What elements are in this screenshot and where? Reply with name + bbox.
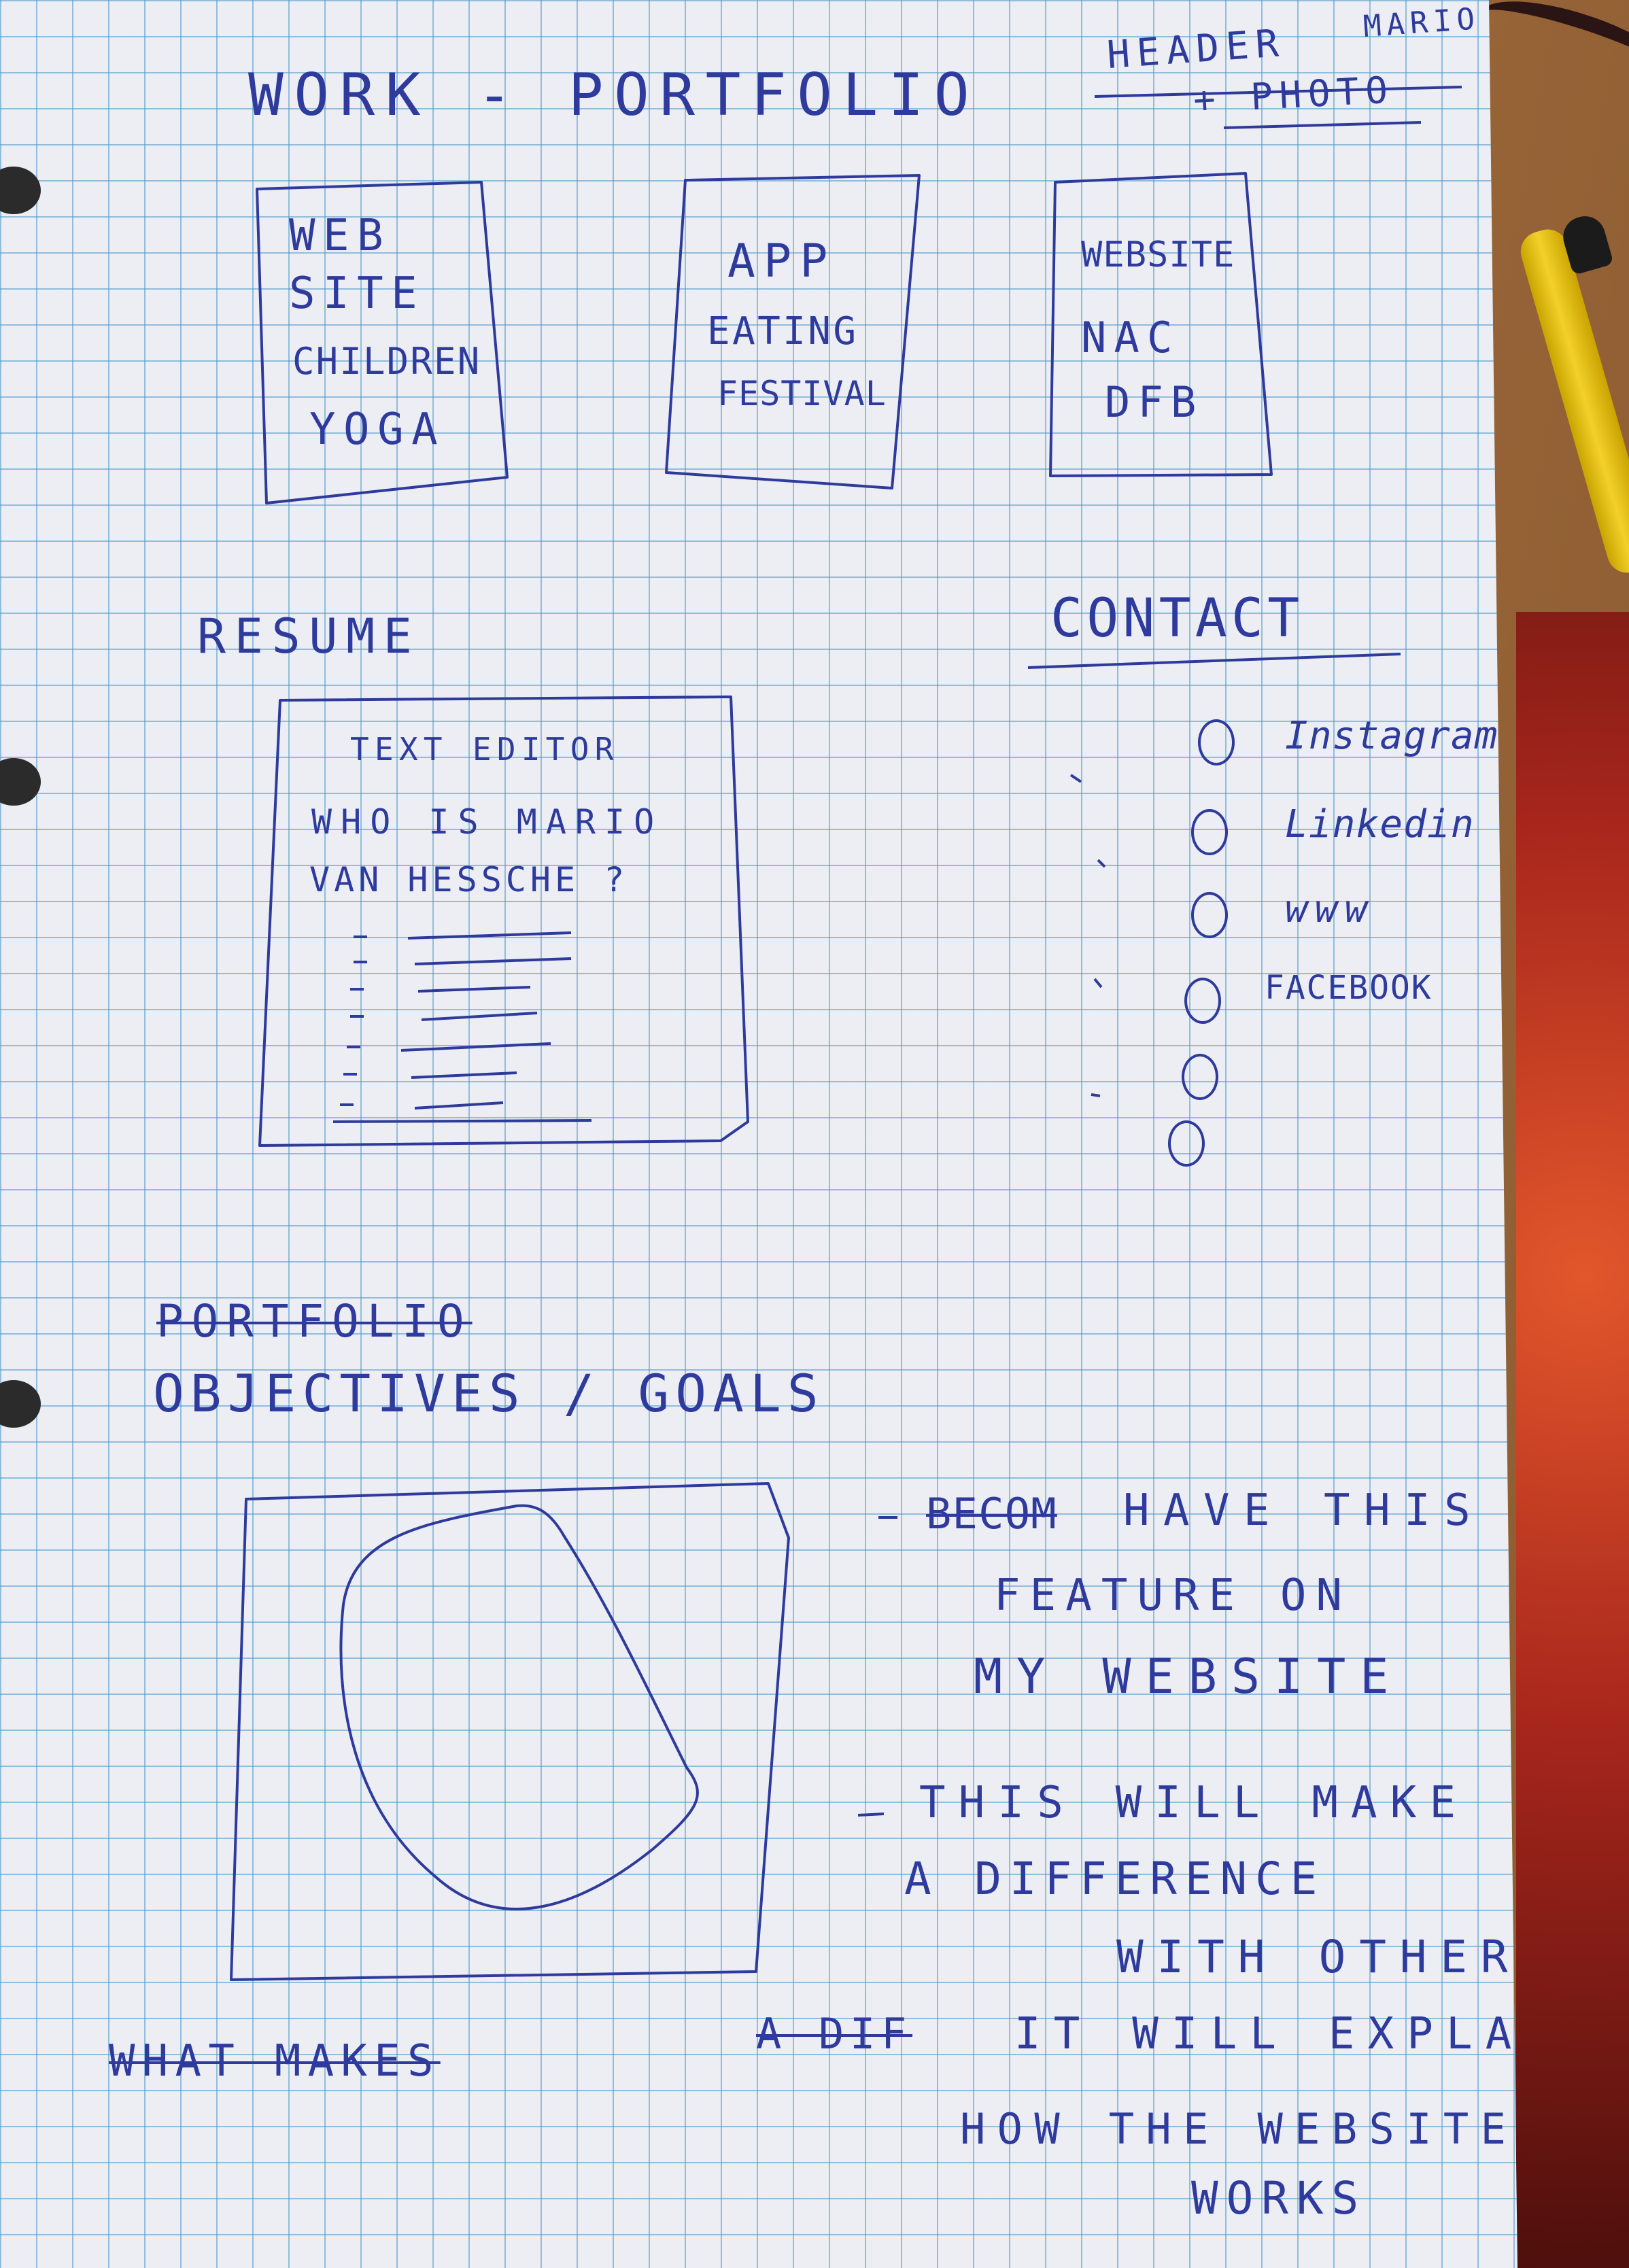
graph-paper-sheet: WORK - PORTFOLIO HEADER MARIO + PHOTO WE… [0, 0, 1517, 2268]
contact-bullet-4 [1184, 978, 1221, 1024]
bottom-struck-text-2: A DIF [756, 2009, 913, 2059]
feature-box-frame [230, 1482, 790, 1981]
header-note-underline [1094, 86, 1462, 98]
contact-bullet-5 [1182, 1054, 1218, 1100]
contact-bullet-3 [1191, 892, 1228, 938]
bullet-3-line-3: WORKS [1191, 2172, 1367, 2224]
work-box-1-frame [256, 181, 509, 504]
resume-title: RESUME [197, 608, 421, 664]
work-box-3-frame [1049, 172, 1273, 477]
bullet-1-line-1: HAVE THIS [1123, 1485, 1485, 1536]
work-box-2-frame [665, 174, 921, 489]
bottom-struck-text: WHAT MAKES [109, 2036, 441, 2086]
contact-title: CONTACT [1050, 588, 1304, 649]
resume-question-line-1: WHO IS MARIO [311, 802, 664, 842]
work-box-2-line-1: APP [727, 235, 836, 288]
bullet-2-line-3: WITH OTHERS [1116, 1931, 1562, 1983]
bullet-1-line-2: FEATURE ON [994, 1570, 1352, 1621]
sketch-drawing [230, 86, 1462, 1981]
work-box-3-line-1: WEBSITE [1081, 235, 1235, 275]
struck-heading: PORTFOLIO [156, 1295, 473, 1347]
contact-item-instagram: Instagram [1285, 714, 1498, 758]
contact-ticks [1069, 774, 1106, 1097]
bullet-3-line-1: IT WILL EXPLAIN [1014, 2009, 1603, 2059]
work-box-1-line-2: SITE [289, 269, 426, 319]
red-cloth [1516, 612, 1629, 2268]
work-box-1-line-1: WEB [289, 211, 392, 261]
work-box-1-line-3: CHILDREN [292, 340, 481, 383]
contact-bullet-1 [1198, 719, 1235, 766]
bullet-3-line-2: HOW THE WEBSITE [960, 2104, 1518, 2154]
bullet-2-line-1: THIS WILL MAKE [919, 1778, 1469, 1828]
resume-box-title: TEXT EDITOR [350, 731, 619, 768]
resume-box-frame [258, 695, 749, 1147]
work-box-3-line-3: DFB [1105, 377, 1204, 427]
page-title: WORK - PORTFOLIO [248, 61, 980, 129]
work-box-3-line-2: NAC [1081, 313, 1180, 362]
bullet-dash-2 [857, 1812, 885, 1817]
bullet-1-line-3: MY WEBSITE [974, 1649, 1403, 1704]
objectives-title: OBJECTIVES / GOALS [153, 1363, 825, 1424]
resume-question-line-2: VAN HESSCHE ? [309, 860, 629, 899]
contact-bullet-2 [1191, 809, 1228, 855]
bullet-2-line-2: A DIFFERENCE [904, 1853, 1326, 1905]
contact-bullet-6 [1168, 1120, 1205, 1167]
work-box-1-line-4: YOGA [309, 405, 446, 455]
resume-text-lines [332, 931, 592, 1123]
contact-item-linkedin: Linkedin [1285, 802, 1475, 846]
contact-item-facebook: FACEBOOK [1265, 969, 1433, 1007]
bullet-1-struck-word: BECOM [926, 1489, 1057, 1539]
feature-blob [339, 1504, 699, 1910]
work-box-2-line-3: FESTIVAL [717, 374, 887, 413]
work-box-2-line-2: EATING [707, 309, 859, 354]
header-note-underline-2 [1223, 121, 1422, 129]
contact-underline [1027, 653, 1401, 669]
contact-item-www: www [1285, 887, 1375, 931]
